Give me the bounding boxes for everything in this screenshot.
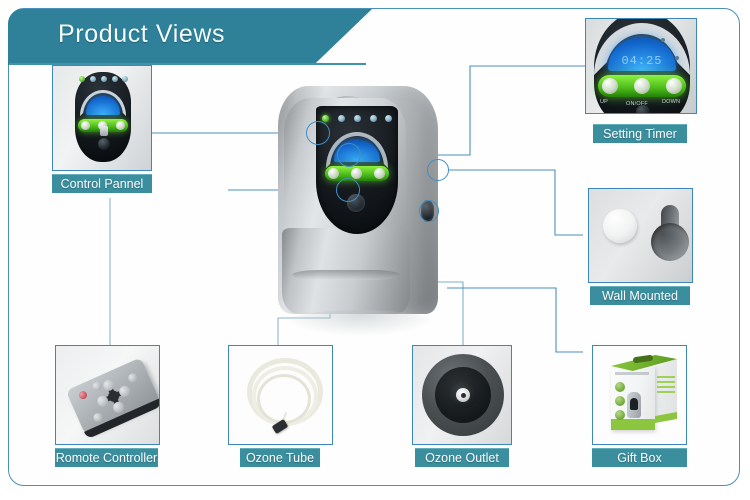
marker-power[interactable] — [336, 178, 360, 202]
caption-ozone-outlet: Ozone Outlet — [415, 448, 509, 467]
product-base-seam — [292, 270, 400, 280]
thumb-ozone-tube[interactable] — [228, 345, 333, 445]
caption-gift-box: Gift Box — [592, 448, 687, 467]
timer-display-value: 04:25 — [621, 54, 663, 68]
product-reflection — [284, 310, 436, 336]
marker-panel-top[interactable] — [306, 121, 330, 145]
thumb-control-pannel[interactable] — [52, 65, 152, 171]
caption-control-pannel: Control Pannel — [52, 174, 152, 193]
thumb-setting-timer[interactable]: 04:25 UP ON/OFF DOWN — [585, 18, 697, 114]
marker-side-blank[interactable] — [427, 159, 449, 181]
thumb-gift-box[interactable] — [592, 345, 687, 445]
caption-wall-mounted: Wall Mounted — [590, 286, 690, 305]
product-control-panel[interactable] — [316, 106, 398, 234]
thumb-ozone-outlet[interactable] — [412, 345, 512, 445]
timer-label-onoff: ON/OFF — [626, 101, 648, 107]
caption-setting-timer: Setting Timer — [593, 124, 687, 143]
product-hero-ozone-generator — [258, 78, 458, 336]
timer-label-down: DOWN — [662, 99, 681, 105]
caption-romote-controller: Romote Controller — [55, 448, 158, 467]
timer-button-bar[interactable] — [598, 75, 686, 97]
caption-ozone-tube: Ozone Tube — [240, 448, 320, 467]
thumb-romote-controller[interactable] — [55, 345, 160, 445]
page-title: Product Views — [58, 20, 226, 48]
header-underline — [9, 63, 366, 65]
marker-lcd[interactable] — [337, 143, 361, 167]
marker-side-port[interactable] — [419, 200, 439, 222]
product-led-row — [322, 115, 392, 124]
panel-green-button-bar[interactable] — [325, 166, 389, 181]
thumb-wall-mounted[interactable] — [588, 188, 693, 283]
header-banner — [8, 9, 372, 65]
timer-label-up: UP — [600, 99, 609, 105]
